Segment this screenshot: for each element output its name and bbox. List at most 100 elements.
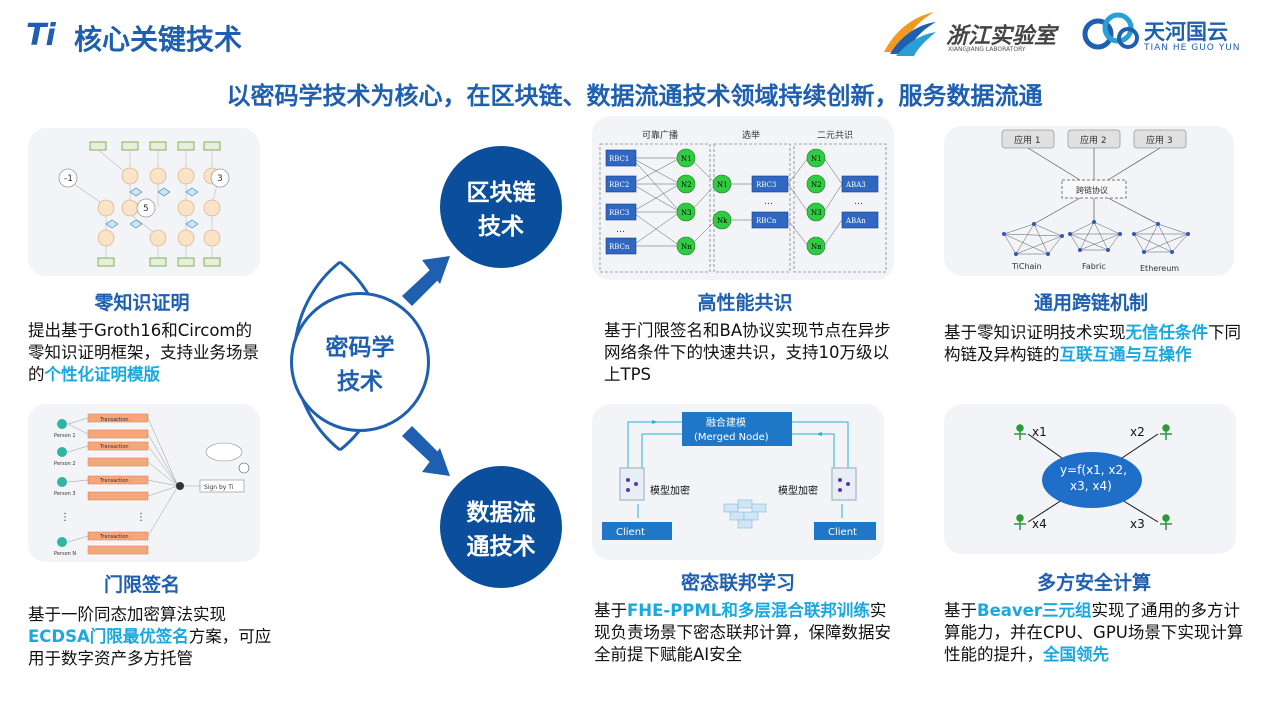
consensus-title: 高性能共识 (697, 292, 793, 314)
node-label: N3 (681, 209, 692, 217)
rbc-label: RBC3 (609, 209, 629, 217)
federated-desc: 基于FHE-PPML和多层混合联邦训练实现负责场景下密态联邦计算，保障数据安全前… (594, 600, 896, 666)
person-icon (57, 447, 67, 457)
app-label: 应用 1 (1014, 134, 1041, 146)
ellipsis: … (616, 225, 625, 235)
rbc-label: RBC2 (609, 181, 629, 189)
mpc-diagram-card: y=f(x1, x2, x3, x4) x1 x2 x4 x3 (944, 404, 1236, 554)
crosschain-desc-highlight: 无信任条件 (1125, 323, 1209, 342)
partner1-name: 浙江实验室 (946, 24, 1057, 49)
crosschain-diagram: 应用 1 应用 2 应用 3 跨链协议 TiChain Fabric Ether… (1001, 129, 1190, 273)
encrypt-label-left: 模型加密 (650, 484, 690, 497)
threshold-desc-text: 基于一阶同态加密算法实现 (28, 605, 226, 624)
zkp-desc-highlight: 个性化证明模版 (44, 365, 161, 384)
cloud-icon (1082, 12, 1139, 50)
client-right (814, 522, 876, 540)
client-label: Client (616, 527, 645, 538)
client-left (602, 522, 672, 540)
chain-label: Fabric (1082, 262, 1106, 271)
protocol-label: 跨链协议 (1076, 185, 1108, 195)
federated-desc-text: 基于 (594, 601, 627, 620)
node-label: N1 (811, 155, 822, 163)
mpc-diagram: y=f(x1, x2, x3, x4) x1 x2 x4 x3 (1014, 424, 1172, 531)
rbc-label: RBC1 (609, 155, 629, 163)
tx-label: Transaction (99, 417, 129, 423)
person-icon (57, 419, 67, 429)
person-label: Person 1 (54, 433, 76, 439)
threshold-signing-diagram: Person 1 Person 2 Person 3 Person N Tran… (54, 413, 250, 557)
federated-diagram: 融合建模 (Merged Node) 模型加密 模型加密 Client Clie… (602, 412, 876, 540)
threshold-desc-text-2: 方案，可应用于数字资产多方托管 (28, 627, 272, 668)
tx-label: Transaction (99, 478, 129, 484)
svg-text:⋮: ⋮ (60, 512, 70, 523)
ellipsis: … (854, 197, 863, 207)
signer-icon (238, 462, 250, 474)
merged-label-en: (Merged Node) (694, 432, 769, 443)
aggregator-node (176, 482, 184, 490)
zkp-desc: 提出基于Groth16和Circom的零知识证明框架，支持业务场景的个性化证明模… (28, 320, 268, 386)
node-label: N1 (681, 155, 692, 163)
document-icon (831, 467, 857, 501)
app-label: 应用 3 (1146, 134, 1173, 146)
crosschain-desc-text: 基于零知识证明技术实现 (944, 323, 1126, 342)
zkp-input-3: 3 (217, 174, 223, 184)
chain-label: TiChain (1011, 262, 1042, 271)
party-label: x4 (1032, 517, 1047, 531)
zkp-title: 零知识证明 (94, 292, 190, 314)
zkp-input-2: 5 (143, 204, 149, 214)
mpc-title: 多方安全计算 (1036, 572, 1151, 594)
arrow-up-right-icon (402, 268, 440, 306)
svg-text:⋮: ⋮ (136, 512, 146, 523)
person-label: Person 2 (54, 461, 76, 467)
partner2-en: TIAN HE GUO YUN (1144, 43, 1241, 53)
dataflow-circle: 数据流 通技术 (440, 466, 562, 588)
party-label: x2 (1130, 425, 1145, 439)
mpc-desc-text: 基于 (944, 601, 977, 620)
mpc-desc-highlight-2: 全国领先 (1043, 645, 1109, 664)
federated-diagram-card: 融合建模 (Merged Node) 模型加密 模型加密 Client Clie… (592, 404, 884, 560)
tx-label: Transaction (99, 444, 129, 450)
formula-line-2: x3, x4) (1070, 479, 1112, 493)
node-label: N2 (681, 181, 692, 189)
ti-logo: Ti (26, 18, 56, 53)
rbc-label: RBCn (756, 217, 777, 225)
person-icon (57, 477, 67, 487)
node-label: Nn (811, 243, 822, 251)
threshold-desc: 基于一阶同态加密算法实现 ECDSA门限最优签名方案，可应用于数字资产多方托管 (28, 604, 276, 670)
xiangjiang-lab-logo: 浙江实验室 XIANGJIANG LABORATORY (876, 8, 1076, 60)
function-ellipse (1042, 452, 1142, 508)
federated-desc-text-2: 实现负责场景下密态联邦计算，保障数据安全前提下赋能AI安全 (594, 601, 891, 664)
ellipsis: … (764, 197, 773, 207)
tx-label: Transaction (99, 534, 129, 540)
party-label: x3 (1130, 517, 1145, 531)
node-label: Nk (717, 217, 728, 225)
partner1-en: XIANGJIANG LABORATORY (948, 46, 1026, 53)
mpc-desc: 基于Beaver三元组实现了通用的多方计算能力，并在CPU、GPU场景下实现计算… (944, 600, 1244, 666)
chain-label: Ethereum (1140, 264, 1179, 273)
page-title: 核心关键技术 (74, 23, 243, 56)
crosschain-desc-text-2: 下同构链及异构链的 (944, 323, 1241, 364)
consensus-desc: 基于门限签名和BA协议实现节点在异步网络条件下的快速共识，支持10万级以上TPS (604, 321, 891, 384)
crosschain-desc: 基于零知识证明技术实现无信任条件下同构链及异构链的互联互通与互操作 (944, 322, 1244, 366)
party-label: x1 (1032, 425, 1047, 439)
zkp-diagram-card: -1 5 3 (28, 128, 260, 276)
crosschain-desc-highlight-2: 互联互通与互操作 (1059, 345, 1192, 364)
firewall-icon (723, 499, 767, 529)
phase-label: 二元共识 (817, 130, 853, 141)
phase-label: 选举 (742, 129, 760, 141)
threshold-desc-highlight: ECDSA门限最优签名 (28, 627, 189, 646)
threshold-title: 门限签名 (103, 574, 180, 596)
aba-label: ABAn (845, 217, 866, 225)
crypto-core-circle: 密码学 技术 (290, 292, 430, 432)
crosschain-title: 通用跨链机制 (1033, 292, 1148, 314)
mpc-desc-highlight: Beaver三元组 (977, 601, 1092, 620)
encrypt-label-right: 模型加密 (778, 484, 818, 497)
tianhe-logo: 天河国云 TIAN HE GUO YUN (1076, 10, 1256, 60)
partner2-name: 天河国云 (1144, 20, 1228, 44)
crosschain-diagram-card: 应用 1 应用 2 应用 3 跨链协议 TiChain Fabric Ether… (944, 126, 1234, 276)
zkp-input-1: -1 (64, 174, 73, 184)
rbc-label: RBC3 (756, 181, 776, 189)
arrow-down-right-icon (402, 426, 440, 464)
federated-desc-highlight: FHE-PPML和多层混合联邦训练 (627, 601, 870, 620)
wings-icon (884, 12, 936, 56)
